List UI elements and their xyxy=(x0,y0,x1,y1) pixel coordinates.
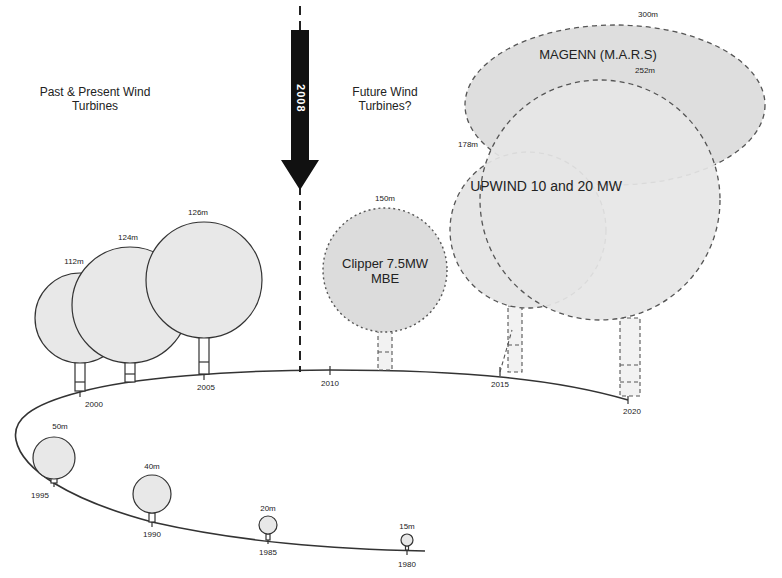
year-label: 2015 xyxy=(491,380,509,389)
rotor-circle xyxy=(33,437,75,479)
rotor-diameter: 252m xyxy=(635,66,655,75)
year-label: 2010 xyxy=(321,379,339,388)
tower-joint xyxy=(620,364,640,365)
rotor-diameter: 300m xyxy=(638,10,658,19)
tower xyxy=(125,362,135,382)
year-label: 1980 xyxy=(398,560,416,569)
year-arrow xyxy=(281,30,319,190)
year-label: 2005 xyxy=(197,383,215,392)
tower xyxy=(620,318,640,396)
section-heading: Future Wind Turbines? xyxy=(330,86,440,114)
tower-joint xyxy=(125,373,135,374)
rotor-diameter: 126m xyxy=(188,208,208,217)
tower-joint xyxy=(620,381,640,382)
node-shape xyxy=(323,208,447,332)
rotor-diameter: 178m xyxy=(458,140,478,149)
turbine-name: MAGENN (M.A.R.S) xyxy=(539,48,657,63)
rotor-diameter: 124m xyxy=(118,233,138,242)
tower-joint xyxy=(199,361,209,362)
turbine-name: Clipper 7.5MW MBE xyxy=(335,257,435,287)
rotor-diameter: 40m xyxy=(144,462,160,471)
section-heading: Past & Present Wind Turbines xyxy=(35,86,155,114)
rotor-circle xyxy=(146,222,262,338)
tower xyxy=(378,330,392,370)
tick xyxy=(406,547,407,555)
tower xyxy=(199,337,209,374)
tower-joint xyxy=(378,351,392,352)
rotor-circle xyxy=(259,516,277,534)
tower xyxy=(508,306,522,372)
rotor-diameter: 20m xyxy=(260,504,276,513)
tower xyxy=(149,513,155,522)
timeline-arc xyxy=(15,370,628,551)
year-ticks xyxy=(54,366,628,555)
year-label: 1995 xyxy=(31,491,49,500)
node-shape xyxy=(465,25,765,185)
year-label: 1985 xyxy=(259,548,277,557)
tower xyxy=(75,362,85,391)
rotor-circle-pair: UPWIND 10 and 20 MW xyxy=(450,80,720,320)
turbine-name: UPWIND 10 and 20 MW xyxy=(470,178,622,194)
year-marker: 2008 xyxy=(294,84,307,112)
year-label: 2020 xyxy=(623,407,641,416)
rotor-diameter: 50m xyxy=(52,422,68,431)
rotor-circle xyxy=(133,475,171,513)
node-shape xyxy=(480,80,720,320)
rotor-circle: Clipper 7.5MW MBE xyxy=(323,208,447,332)
rotor-circle xyxy=(401,534,413,546)
tower-joint xyxy=(508,344,522,345)
tower-joint xyxy=(75,381,85,382)
rotor-diameter: 112m xyxy=(64,257,83,266)
rotor-diameter: 15m xyxy=(399,522,415,531)
year-label: 1990 xyxy=(143,530,161,539)
tick xyxy=(627,395,628,404)
tick xyxy=(329,366,330,375)
tower xyxy=(266,534,270,540)
tower-strut xyxy=(500,330,512,372)
rotor-diameter: 150m xyxy=(375,194,395,203)
year-label: 2000 xyxy=(85,400,103,409)
node-outline xyxy=(450,80,720,320)
turbine-towers xyxy=(51,337,409,550)
